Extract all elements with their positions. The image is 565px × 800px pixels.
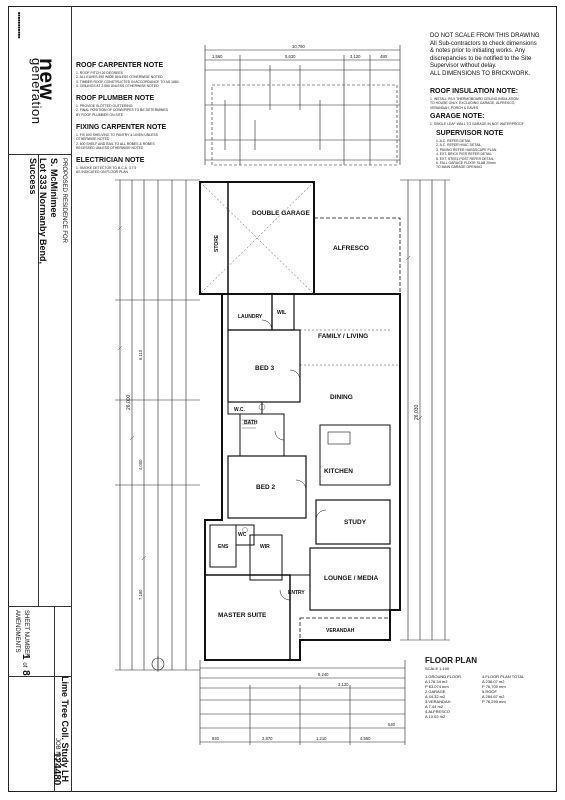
drawing-sheet: [8, 6, 557, 792]
scale-notice: DO NOT SCALE FROM THIS DRAWING All Sub-c…: [430, 33, 540, 77]
dim-top-d: 480: [380, 54, 388, 59]
room-laundry: LAUNDRY: [238, 314, 263, 320]
dim-left-total: 26,000: [126, 394, 132, 410]
room-store: STORE: [214, 234, 220, 252]
dim-left-a: 6,110: [138, 349, 143, 360]
garage-note-heading: GARAGE NOTE:: [430, 113, 485, 120]
room-double-garage: DOUBLE GARAGE: [252, 210, 310, 217]
room-bed-3: BED 3: [255, 365, 275, 372]
area-schedule-right: 4.FLOOR PLAN TOTAL A 238.07 m2 P 76,700 …: [482, 674, 525, 704]
roof-insulation-note-text: 1. INSTALL R3.5 THERMOBOARD CEILING INSU…: [430, 97, 519, 110]
room-ensuite: ENS: [218, 544, 229, 550]
dim-top-c: 3,120: [350, 54, 361, 59]
dim-left-c: 7,180: [138, 589, 143, 600]
supervisor-note-heading: SUPERVISOR NOTE: [436, 130, 504, 137]
dim-bottom-total: 6,240: [318, 672, 329, 677]
room-alfresco: ALFRESCO: [333, 245, 369, 252]
dim-bottom-f: 540: [388, 722, 396, 727]
fixing-carpenter-note-text: 1. FIX 600 SHELVING TO PANTRY & LINEN UN…: [76, 133, 158, 151]
roof-plumber-note-heading: ROOF PLUMBER NOTE: [76, 95, 155, 102]
dim-bottom-d: 1,210: [316, 736, 327, 741]
roof-carpenter-note-heading: ROOF CARPENTER NOTE: [76, 62, 164, 69]
room-study: STUDY: [344, 519, 367, 526]
fixing-carpenter-note-heading: FIXING CARPENTER NOTE: [76, 124, 167, 131]
room-bath: BATH: [244, 420, 258, 426]
dim-top-total: 10,790: [292, 44, 305, 49]
room-kitchen: KITCHEN: [324, 468, 353, 475]
floor-plan-title: FLOOR PLAN: [425, 656, 477, 665]
room-family-living: FAMILY / LIVING: [318, 333, 368, 340]
area-schedule-left: 1.GROUND FLOOR A 176.34 m2 P 63.074 mm 2…: [425, 674, 462, 719]
room-verandah: VERANDAH: [326, 628, 355, 634]
dim-top-a: 1,560: [212, 54, 223, 59]
roof-insulation-note-heading: ROOF INSULATION NOTE:: [430, 88, 519, 95]
dim-bottom-e: 840: [212, 736, 220, 741]
floor-plan-scale: SCALE 1:100: [425, 666, 450, 671]
room-wc: W.C.: [234, 407, 245, 413]
room-lounge-media: LOUNGE / MEDIA: [324, 575, 378, 582]
room-wc-2: WC: [238, 532, 247, 538]
garage-note-text: 1. SINGLE LEAF WALL TO GARAGE IN NOT WAT…: [430, 122, 524, 126]
dim-top-b: 5,630: [285, 54, 296, 59]
room-wir: WIR: [260, 544, 270, 550]
dim-bottom-b: 4,550: [360, 736, 371, 741]
dim-right-total: 26,030: [414, 404, 420, 420]
dim-left-b: 4,000: [138, 459, 143, 470]
title-strip: [8, 6, 72, 792]
room-wil: WIL: [277, 310, 286, 316]
electrician-note-heading: ELECTRICIAN NOTE: [76, 157, 145, 164]
dim-bottom-a: 3,120: [338, 682, 349, 687]
room-bed-2: BED 2: [256, 484, 276, 491]
dim-bottom-c: 2,870: [262, 736, 273, 741]
room-dining: DINING: [330, 394, 353, 401]
room-entry: ENTRY: [288, 590, 305, 596]
room-master-suite: MASTER SUITE: [218, 612, 267, 619]
electrician-note-text: 1. SMOKE DETECTOR TO B.C.A. 3.7.5 AS IND…: [76, 166, 137, 175]
